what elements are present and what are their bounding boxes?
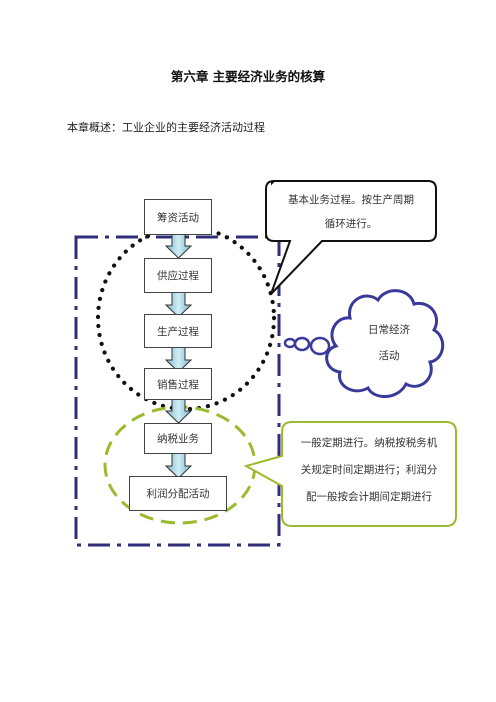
callout-top-line-1: 基本业务过程。按生产周期 xyxy=(288,194,414,206)
thought-dot-small xyxy=(283,337,297,349)
arrow-down-2 xyxy=(164,291,193,318)
callout-bottom-line-2: 关规定时间定期进行；利润分 xyxy=(300,464,438,476)
callout-bottom-line-1: 一般定期进行。纳税按税务机 xyxy=(300,437,438,449)
callout-bottom-bubble xyxy=(243,421,457,527)
step-sales: 销售过程 xyxy=(144,368,212,400)
step-tax: 纳税业务 xyxy=(144,423,212,454)
callout-top-bubble xyxy=(265,179,437,295)
page-title: 第六章 主要经济业务的核算 xyxy=(170,69,326,84)
arrow-down-3 xyxy=(164,345,193,373)
arrow-down-4 xyxy=(164,397,193,424)
chapter-overview: 本章概述：工业企业的主要经济活动过程 xyxy=(67,121,265,134)
step-production: 生产过程 xyxy=(144,314,212,348)
arrow-down-5 xyxy=(164,451,193,479)
step-profit-distribution: 利润分配活动 xyxy=(129,476,227,511)
step-financing: 筹资活动 xyxy=(144,199,212,235)
callout-top-text: 基本业务过程。按生产周期 循环进行。 xyxy=(268,188,434,236)
callout-top-line-2: 循环进行。 xyxy=(324,218,378,230)
arrows xyxy=(164,233,193,479)
arrow-down-1 xyxy=(164,233,193,259)
thought-dot-large xyxy=(309,336,331,356)
cloud-text: 日常经济 活动 xyxy=(344,317,434,369)
cloud-line-1: 日常经济 xyxy=(368,324,410,336)
cloud-line-2: 活动 xyxy=(378,350,400,362)
dotted-ellipse xyxy=(95,224,277,412)
callout-bottom-text: 一般定期进行。纳税按税务机 关规定时间定期进行；利润分 配一般按会计期间定期进行 xyxy=(284,430,454,511)
cloud-shape xyxy=(325,289,445,398)
step-supply: 供应过程 xyxy=(144,258,212,293)
callout-bottom-line-3: 配一般按会计期间定期进行 xyxy=(306,491,432,503)
thought-dot-medium xyxy=(293,336,311,352)
